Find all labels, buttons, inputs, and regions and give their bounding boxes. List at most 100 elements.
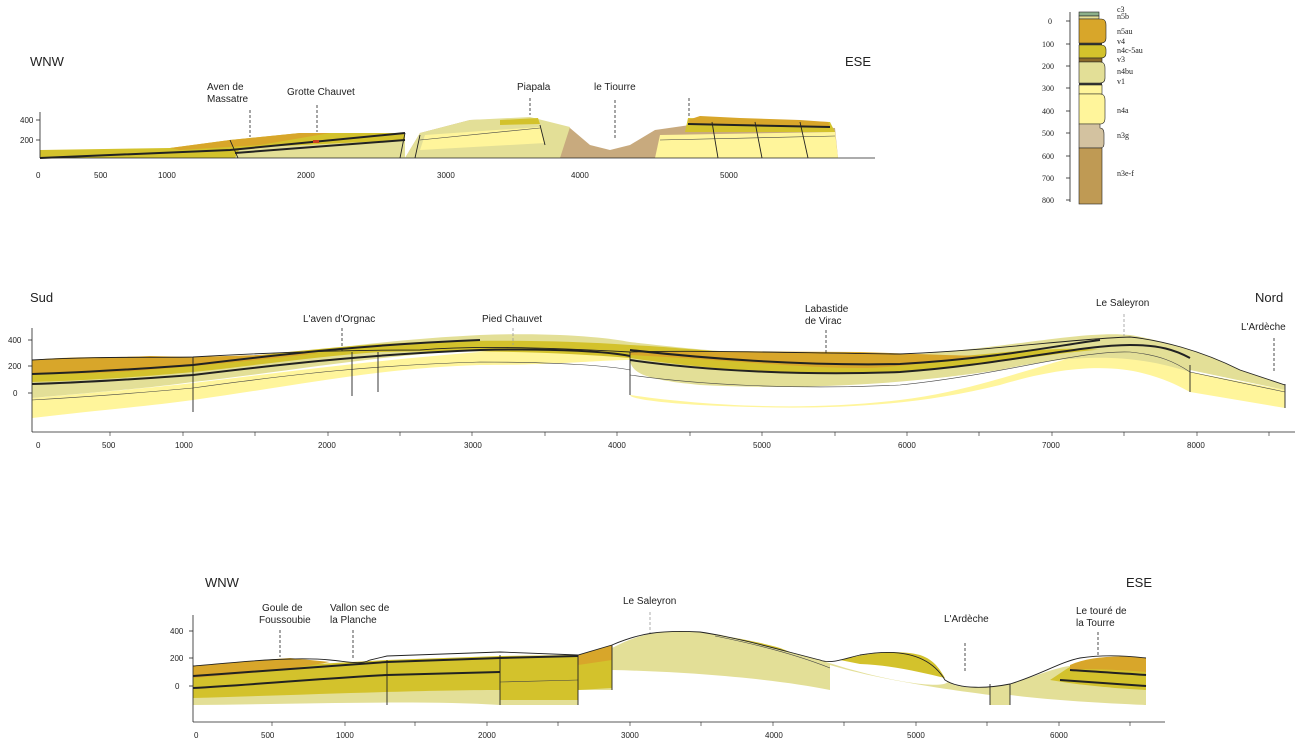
section1-x-label-4000: 4000 bbox=[571, 171, 589, 180]
section3-label-goule-1: Goule de bbox=[262, 603, 303, 614]
section2-bed-line-5 bbox=[31, 361, 631, 401]
section1-x-label-2000: 2000 bbox=[297, 171, 315, 180]
section2-x-label-500: 500 bbox=[102, 441, 116, 450]
section2-x-label-5000: 5000 bbox=[753, 441, 771, 450]
section2-label-ardeche: L'Ardèche bbox=[1241, 322, 1286, 333]
section1-west-cap bbox=[170, 133, 330, 150]
section1-bed-line-5 bbox=[687, 123, 831, 128]
column-depth-300: 300 bbox=[1042, 84, 1054, 93]
column-label-n4a: n4a bbox=[1117, 106, 1129, 115]
section2-label-labastide-1: Labastide bbox=[805, 304, 849, 315]
section1-label-grotte: Grotte Chauvet bbox=[287, 87, 355, 98]
column-unit-n3g bbox=[1078, 123, 1105, 149]
section2-y-label-400: 400 bbox=[8, 336, 22, 345]
column-depth-700: 700 bbox=[1042, 174, 1054, 183]
section3-ridge-cap-2 bbox=[840, 652, 945, 678]
section2-right-direction: Nord bbox=[1255, 290, 1283, 305]
section1-fault-4 bbox=[539, 124, 546, 146]
column-depth-200: 200 bbox=[1042, 62, 1054, 71]
section1-x-label-0: 0 bbox=[36, 171, 41, 180]
column-depth-0: 0 bbox=[1048, 17, 1052, 26]
section1-x-label-5000: 5000 bbox=[720, 171, 738, 180]
section3-label-vallon-2: la Planche bbox=[330, 615, 377, 626]
section3-strata bbox=[192, 630, 1147, 705]
column-unit-n3e-f bbox=[1078, 147, 1103, 205]
section1-unit-n4a bbox=[420, 127, 545, 150]
section3-x-minor-ticks bbox=[271, 722, 1131, 726]
section2-x-label-1000: 1000 bbox=[175, 441, 193, 450]
section2-saleyron-cover bbox=[1040, 336, 1285, 390]
section3-left-direction: WNW bbox=[205, 575, 240, 590]
column-label-c3: c3 bbox=[1117, 5, 1125, 14]
section2-x-label-8000: 8000 bbox=[1187, 441, 1205, 450]
section3-x-label-6000: 6000 bbox=[1050, 731, 1068, 740]
section1-fault-7 bbox=[799, 121, 809, 159]
section2-label-pied: Pied Chauvet bbox=[482, 314, 542, 325]
section3-x-label-0: 0 bbox=[194, 731, 199, 740]
column-label-v1: v1 bbox=[1117, 77, 1125, 86]
section1-right-direction: ESE bbox=[845, 54, 871, 69]
stratigraphic-column: 0 100 200 300 400 500 600 700 800 c3 n5b… bbox=[1042, 5, 1143, 205]
section2-y-label-200: 200 bbox=[8, 362, 22, 371]
section1-fault-1 bbox=[229, 139, 239, 159]
section1-west-pale bbox=[235, 140, 405, 158]
section2-x-label-6000: 6000 bbox=[898, 441, 916, 450]
section3-unit-n5au-east bbox=[1070, 656, 1146, 672]
column-label-n4bu: n4bu bbox=[1117, 67, 1133, 76]
section1-label-piapala: Piapala bbox=[517, 82, 551, 93]
section3-bed-line-6 bbox=[714, 635, 831, 669]
section-2: Sud Nord bbox=[8, 290, 1295, 450]
section1-bed-line-1 bbox=[39, 132, 406, 159]
section2-bed-line-2 bbox=[31, 348, 631, 385]
column-label-n3g: n3g bbox=[1117, 131, 1129, 140]
column-depth-600: 600 bbox=[1042, 152, 1054, 161]
column-depth-100: 100 bbox=[1042, 40, 1054, 49]
section2-strata bbox=[31, 334, 1286, 418]
section3-label-vallon-1: Vallon sec de bbox=[330, 603, 390, 614]
section1-strata bbox=[39, 116, 838, 159]
section1-fault-3 bbox=[414, 134, 421, 159]
column-unit-n4a bbox=[1078, 93, 1106, 125]
section3-bed-line-4 bbox=[1069, 669, 1147, 676]
section2-left-direction: Sud bbox=[30, 290, 53, 305]
section2-top-outline bbox=[31, 336, 1286, 386]
section1-bed-line-4 bbox=[659, 135, 836, 141]
section2-bed-line-3 bbox=[629, 343, 1191, 375]
section3-y-label-0: 0 bbox=[175, 682, 180, 691]
column-unit-n4a-upper bbox=[1078, 84, 1103, 95]
section3-x-label-5000: 5000 bbox=[907, 731, 925, 740]
column-unit-c3 bbox=[1078, 11, 1100, 17]
section1-fault-6 bbox=[754, 121, 763, 159]
section3-label-ardeche: L'Ardèche bbox=[944, 614, 989, 625]
section1-unit-n4a-east bbox=[655, 132, 838, 158]
section3-label-toure-2: la Tourre bbox=[1076, 618, 1115, 629]
section3-label-goule-2: Foussoubie bbox=[259, 615, 311, 626]
section2-label-labastide-2: de Virac bbox=[805, 316, 842, 327]
column-depth-500: 500 bbox=[1042, 129, 1054, 138]
section3-x-label-500: 500 bbox=[261, 731, 275, 740]
section2-x-label-3000: 3000 bbox=[464, 441, 482, 450]
section1-fault-2 bbox=[399, 132, 406, 159]
column-depth-800: 800 bbox=[1042, 196, 1054, 205]
section3-y-label-200: 200 bbox=[170, 654, 184, 663]
section3-unit-n5au-mid bbox=[578, 645, 612, 665]
section1-left-direction: WNW bbox=[30, 54, 65, 69]
section2-bed-line-6 bbox=[629, 351, 1286, 393]
section1-piapala-cap bbox=[500, 118, 540, 125]
column-unit-v3 bbox=[1078, 57, 1103, 63]
column-depth-400: 400 bbox=[1042, 107, 1054, 116]
section1-x-label-500: 500 bbox=[94, 171, 108, 180]
column-unit-n4bu bbox=[1078, 61, 1106, 84]
section2-unit-n4a bbox=[32, 349, 1285, 418]
section3-right-direction: ESE bbox=[1126, 575, 1152, 590]
section1-bed-line-3 bbox=[419, 127, 541, 141]
section2-x-label-0: 0 bbox=[36, 441, 41, 450]
section3-x-label-4000: 4000 bbox=[765, 731, 783, 740]
section1-fault-5 bbox=[711, 121, 719, 159]
section3-bed-line-3 bbox=[1059, 679, 1147, 687]
section3-bed-line-5 bbox=[499, 679, 579, 683]
column-unit-n5au bbox=[1078, 18, 1107, 44]
section1-east-cap bbox=[688, 116, 830, 126]
section3-top-outline bbox=[192, 630, 1147, 688]
